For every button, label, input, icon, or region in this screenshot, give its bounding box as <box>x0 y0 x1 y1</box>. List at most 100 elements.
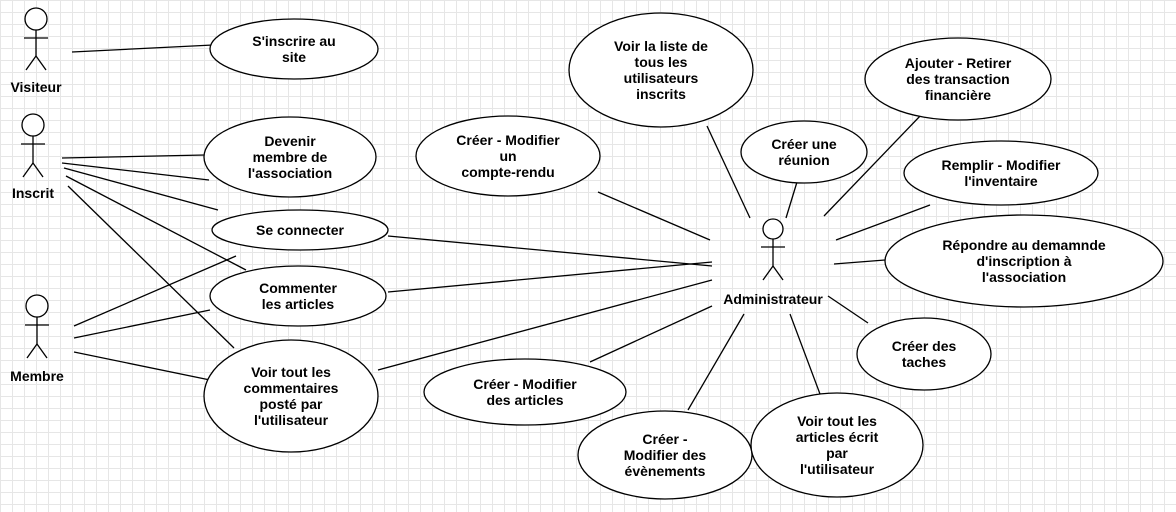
use-case-ellipse <box>740 120 868 184</box>
assoc-inscrit-se-connecter <box>63 167 219 211</box>
actor-administrateur[interactable] <box>761 218 785 281</box>
assoc-admin-reunion <box>785 181 798 219</box>
assoc-admin-taches <box>827 295 869 324</box>
use-case-label-line: compte-rendu <box>461 164 554 180</box>
use-case-label-line: S'inscrire au <box>252 33 335 49</box>
use-case-label-line: Voir tout les <box>797 413 877 429</box>
use-case-label-line: site <box>282 49 306 65</box>
use-case-ellipse <box>415 115 601 197</box>
use-case-label-line: membre de <box>253 149 328 165</box>
use-case-ellipse <box>209 265 387 327</box>
use-case-ellipse <box>568 12 754 128</box>
use-case-label-line: par <box>826 445 848 461</box>
use-case-ellipse <box>203 116 377 198</box>
use-case-label-line: l'utilisateur <box>254 412 329 428</box>
assoc-admin-se-connecter <box>387 235 713 267</box>
assoc-admin-articles-ecrits <box>789 313 821 395</box>
use-case-label-line: tous les <box>635 54 688 70</box>
actor-leg-left <box>762 265 774 281</box>
actor-visiteur[interactable] <box>24 7 48 71</box>
assoc-inscrit-commenter <box>65 175 247 271</box>
use-case-label-line: Devenir <box>264 133 316 149</box>
use-case-label-line: l'association <box>248 165 332 181</box>
assoc-inscrit-voir-commentaires <box>67 185 235 349</box>
actor-head <box>24 7 48 31</box>
use-case-label-line: Créer des <box>892 338 957 354</box>
assoc-inscrit-devenir-membre <box>61 154 206 159</box>
actor-leg-left <box>25 55 37 71</box>
use-case-ellipse <box>209 18 379 80</box>
use-case-label-line: taches <box>902 354 947 370</box>
use-case-label-line: Voir tout les <box>251 364 331 380</box>
use-case-label-line: Se connecter <box>256 222 344 238</box>
use-case-label-line: Créer - <box>642 431 687 447</box>
use-case-label-line: d'inscription à <box>976 253 1071 269</box>
use-case-se-connecter[interactable]: Se connecter <box>211 209 389 251</box>
actor-label-visiteur: Visiteur <box>10 79 62 95</box>
actor-inscrit[interactable] <box>21 113 45 178</box>
actor-leg-right <box>32 162 44 178</box>
actor-leg-right <box>35 55 47 71</box>
assoc-inscrit-devenir-membre-2 <box>61 162 210 181</box>
use-case-ellipse <box>203 339 379 453</box>
use-case-label-line: Ajouter - Retirer <box>905 55 1012 71</box>
assoc-admin-compte-rendu <box>597 191 711 241</box>
actor-head <box>21 113 45 137</box>
actor-head <box>762 218 784 240</box>
assoc-admin-demande-inscription <box>833 259 886 265</box>
use-case-label-line: articles écrit <box>796 429 879 445</box>
actor-leg-left <box>26 343 38 359</box>
use-case-label-line: utilisateurs <box>624 70 699 86</box>
use-case-label-line: posté par <box>259 396 323 412</box>
actor-label-administrateur: Administrateur <box>723 291 823 307</box>
use-case-label-line: Répondre au demamnde <box>942 237 1106 253</box>
use-case-label-line: Commenter <box>259 280 337 296</box>
assoc-admin-voir-utilisateurs <box>706 125 751 219</box>
use-case-label-line: des transaction <box>906 71 1009 87</box>
use-case-label-line: Voir la liste de <box>614 38 708 54</box>
use-case-label-line: des articles <box>486 392 563 408</box>
use-case-label-line: l'inventaire <box>964 173 1038 189</box>
use-case-ellipse <box>423 358 627 426</box>
use-case-label-line: réunion <box>778 152 829 168</box>
use-case-ellipse <box>750 392 924 498</box>
actor-leg-right <box>36 343 48 359</box>
use-case-label-line: Remplir - Modifier <box>941 157 1061 173</box>
association-lines <box>61 44 931 411</box>
assoc-admin-voir-commentaires <box>377 279 713 371</box>
actor-label-inscrit: Inscrit <box>12 185 54 201</box>
actor-leg-right <box>772 265 784 281</box>
assoc-admin-transaction <box>823 113 923 217</box>
assoc-membre-commenter <box>73 309 211 339</box>
use-case-label-line: commentaires <box>244 380 339 396</box>
use-case-label-line: Modifier des <box>624 447 707 463</box>
use-case-ellipse <box>864 37 1052 121</box>
use-case-label-line: l'association <box>982 269 1066 285</box>
actor-head <box>25 294 49 318</box>
assoc-membre-se-connecter <box>73 255 237 327</box>
actor-membre[interactable] <box>25 294 49 359</box>
